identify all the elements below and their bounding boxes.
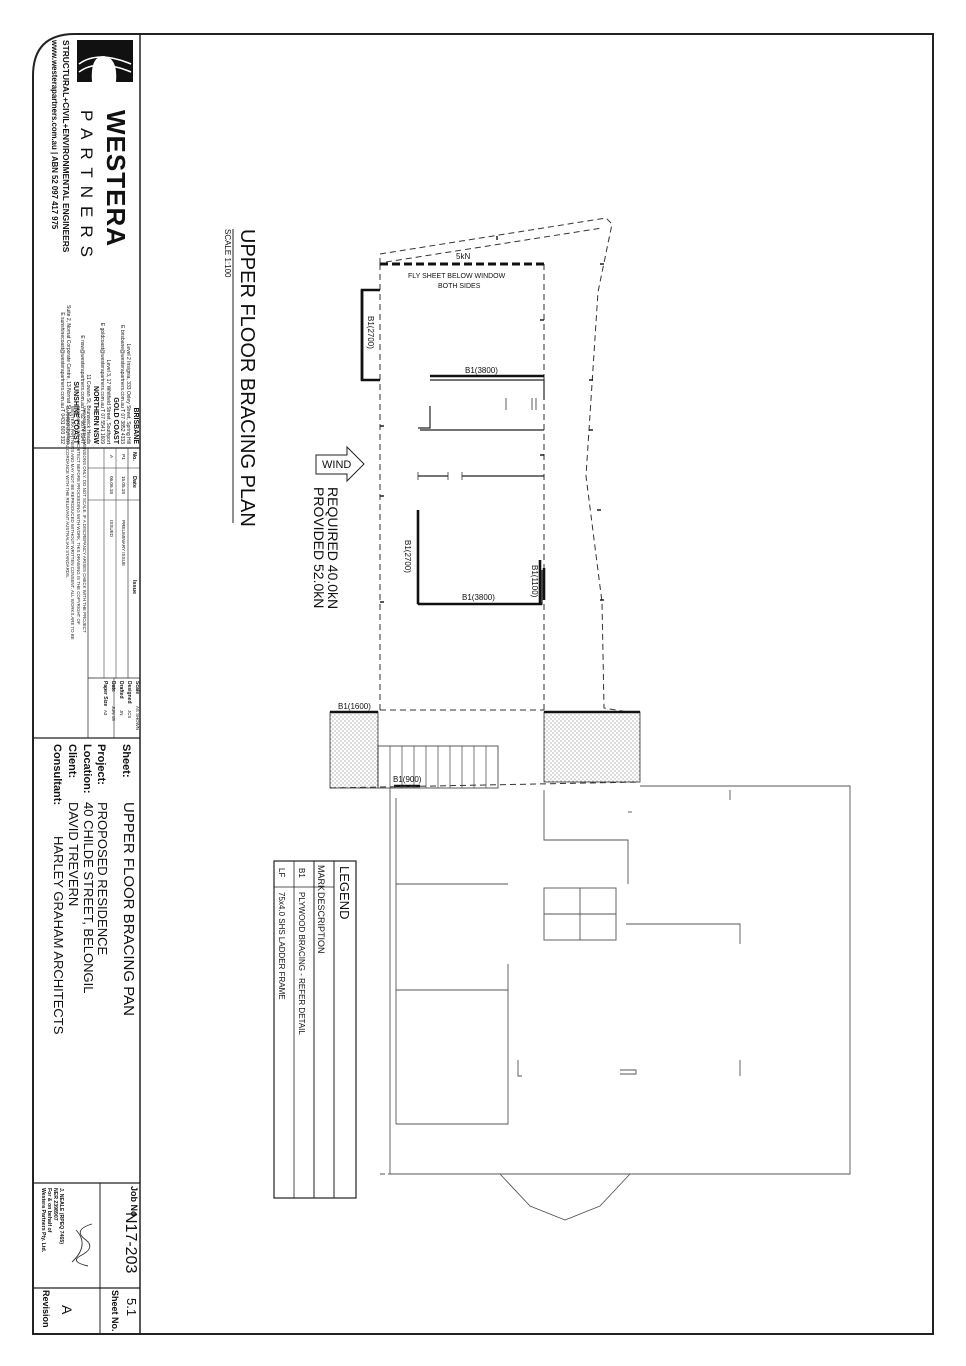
location-value: 40 CHILDE STREET, BELONGIL — [81, 802, 96, 993]
upper-floor-plan — [360, 217, 641, 715]
title-block-text: Sheet: UPPER FLOOR BRACING PAN Project: … — [40, 744, 139, 1332]
meta-scale: AS SHOWN — [135, 706, 140, 730]
signatory-line-2: NER 2398907 — [52, 1188, 58, 1221]
meta-column: Scale AS SHOWN Designed JCS Drafted JN D… — [102, 681, 140, 730]
office-goldcoast-addr: Level 3, 17 Whitfield Street, Southport — [105, 360, 111, 445]
title-block — [33, 34, 141, 1334]
wind-label: WIND — [322, 459, 351, 471]
office-goldcoast-contact: E goldcoast@westerapartners.com.au T 07 … — [99, 323, 105, 444]
meta-drafted: JN — [119, 710, 124, 715]
brace-label-3: B1(2700) — [403, 540, 412, 573]
job-number: N17-203 — [122, 1212, 139, 1273]
revision-table: No. Date Issue P1 15.05.18 PRELIMINARY I… — [109, 452, 137, 594]
lower-floor-plan — [380, 785, 851, 1221]
meta-designed-label: Designed — [126, 681, 132, 704]
sheet-border — [32, 33, 934, 1335]
rev-row-1-no: P1 — [121, 454, 126, 460]
disclaimer-box: USE FIGURED DIMENSIONS ONLY. DO NOT SCAL… — [64, 406, 87, 640]
rev-row-2-issue: ISSUED — [109, 520, 114, 538]
meta-drafted-label: Drafted — [118, 681, 124, 699]
rev-header-date: Date — [131, 476, 137, 488]
office-sunshine-contact: E sunshinecoast@westerapartners.com.au T… — [59, 312, 65, 444]
brace-label-4: B1(3800) — [462, 593, 495, 602]
client-label: Client: — [66, 744, 78, 778]
brace-label-7: B1(900) — [393, 775, 422, 784]
legend-header-desc: DESCRIPTION — [316, 892, 326, 954]
consultant-label: Consultant: — [51, 744, 63, 805]
office-brisbane-addr: Level 2 Insignia, 333 Oxley Street, Spri… — [125, 344, 131, 444]
sheet-no-label: Sheet No. — [110, 1290, 120, 1332]
logo-name: WESTERA — [101, 110, 131, 247]
legend-row-1-mark: B1 — [297, 868, 306, 878]
legend-row-1-desc: PLYWOOD BRACING - REFER DETAIL — [297, 892, 306, 1035]
legend-row-2-desc: 75x4.0 SHS LADDER FRAME — [277, 892, 286, 1000]
brace-label-5: B1(1100) — [530, 565, 539, 598]
label-5kn: 5kN — [456, 252, 470, 261]
wind-group: WIND REQUIRED 40.0kN PROVIDED 52.0kN — [311, 445, 365, 609]
signatory-line-4: Westera Partners Pty. Ltd. — [40, 1188, 46, 1253]
plan-title: UPPER FLOOR BRACING PLAN — [236, 229, 258, 527]
meta-date: JUN 18 — [111, 706, 116, 721]
office-sunshine-name: SUNSHINE COAST — [72, 381, 79, 444]
rev-row-2-date: 06.06.18 — [109, 476, 114, 494]
project-label: Project: — [95, 744, 107, 785]
logo-mark — [77, 40, 133, 82]
legend-row-2-mark: LF — [277, 868, 286, 877]
revision-value: A — [59, 1305, 75, 1315]
rev-row-1-issue: PRELIMINARY ISSUE — [121, 520, 126, 566]
logo-mark-white-lines — [78, 56, 132, 73]
office-nsw-name: NORTHERN NSW — [92, 386, 99, 444]
meta-size: A3 — [103, 710, 108, 716]
signature — [71, 1223, 93, 1267]
meta-scale-label: Scale — [134, 681, 140, 694]
meta-size-label: Paper Size — [102, 681, 108, 707]
plan-labels: 5kN FLY SHEET BELOW WINDOW BOTH SIDES B1… — [338, 252, 539, 784]
legend: LEGEND MARK DESCRIPTION B1 PLYWOOD BRACI… — [273, 860, 357, 1199]
brace-label-2: B1(3800) — [465, 366, 498, 375]
location-label: Location: — [81, 744, 93, 794]
plan-scale: SCALE 1:100 — [223, 229, 232, 278]
fly-sheet-2: BOTH SIDES — [438, 283, 481, 290]
brace-label-1: B1(2700) — [366, 316, 375, 349]
project-name: PROPOSED RESIDENCE — [95, 802, 110, 955]
revision-label: Revision — [41, 1290, 51, 1328]
legend-header-mark: MARK — [316, 865, 326, 891]
required-text: REQUIRED 40.0kN — [325, 487, 341, 609]
wind-arrow-icon — [315, 445, 365, 483]
company-web: www.westerapartners.com.au | ABN 52 097 … — [50, 39, 59, 230]
rev-row-2-no: A — [109, 455, 114, 459]
job-label: Job No. — [129, 1186, 139, 1219]
rev-header-no: No. — [131, 452, 137, 461]
legend-title: LEGEND — [337, 866, 352, 919]
office-brisbane-contact: E brisbane@westerapartners.com.au T 07 3… — [119, 325, 125, 444]
brace-label-6: B1(1600) — [338, 702, 371, 711]
plan-title-group: UPPER FLOOR BRACING PLAN SCALE 1:100 — [223, 229, 258, 527]
signatory-line-1: J. NEALE (RPEQ 7465) — [58, 1188, 64, 1244]
sheet-number: 5.1 — [124, 1298, 139, 1316]
office-list: BRISBANE Level 2 Insignia, 333 Oxley Str… — [59, 305, 139, 445]
logo-sub: PARTNERS — [77, 110, 96, 265]
company-tagline: STRUCTURAL+CIVIL+ENVIRONMENTAL ENGINEERS — [61, 40, 71, 253]
office-goldcoast-name: GOLD COAST — [112, 397, 119, 444]
sheet-name: UPPER FLOOR BRACING PAN — [120, 802, 137, 1016]
signatory-line-3: For & on behalf of — [46, 1188, 52, 1233]
office-sunshine-addr: Suite 2, Nornat Corporate Centre, 13 Nor… — [65, 305, 71, 444]
meta-designed: JCS — [127, 710, 132, 718]
office-nsw-contact: E nsw@westerapartners.com.au T 02 6674 8… — [79, 335, 85, 444]
consultant-value: HARLEY GRAHAM ARCHITECTS — [51, 836, 66, 1035]
office-nsw-addr: 11 Cowan St, Brunswick Heads — [85, 374, 91, 444]
sheet-label: Sheet: — [120, 744, 132, 778]
meta-date-label: Date — [110, 681, 116, 692]
disclaimer-text: USE FIGURED DIMENSIONS ONLY. DO NOT SCAL… — [64, 406, 87, 640]
office-brisbane-name: BRISBANE — [132, 407, 139, 444]
fly-sheet-1: FLY SHEET BELOW WINDOW — [408, 273, 506, 280]
westera-logo: WESTERA PARTNERS STRUCTURAL+CIVIL+ENVIRO… — [50, 39, 133, 265]
rev-header-issue: Issue — [131, 580, 137, 594]
rev-row-1-date: 15.05.18 — [121, 476, 126, 494]
provided-text: PROVIDED 52.0kN — [311, 487, 327, 608]
stair-landing — [329, 710, 641, 789]
client-value: DAVID TREVERN — [66, 802, 81, 906]
